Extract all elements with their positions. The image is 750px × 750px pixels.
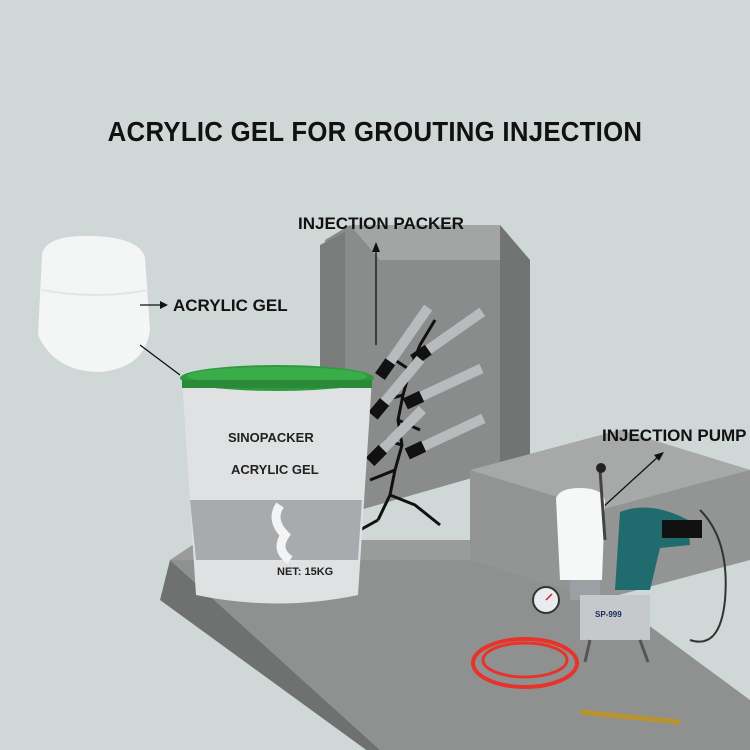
label-injection-packer: INJECTION PACKER	[298, 214, 464, 233]
gel-bucket	[180, 365, 374, 604]
pump-model-label: SP-999	[595, 610, 622, 619]
page-title: ACRYLIC GEL FOR GROUTING INJECTION	[107, 116, 643, 147]
label-injection-pump: INJECTION PUMP	[602, 426, 747, 445]
bucket-net-weight: NET: 15KG	[277, 566, 334, 578]
injection-pump	[471, 463, 727, 725]
acrylic-gel-sample	[38, 235, 150, 372]
callout-arrows	[139, 242, 664, 509]
label-acrylic-gel: ACRYLIC GEL	[173, 296, 288, 315]
bucket-product: ACRYLIC GEL	[231, 462, 319, 477]
concrete-step	[470, 430, 750, 600]
bucket-brand: SINOPACKER	[228, 430, 314, 445]
injection-packers	[365, 304, 486, 467]
